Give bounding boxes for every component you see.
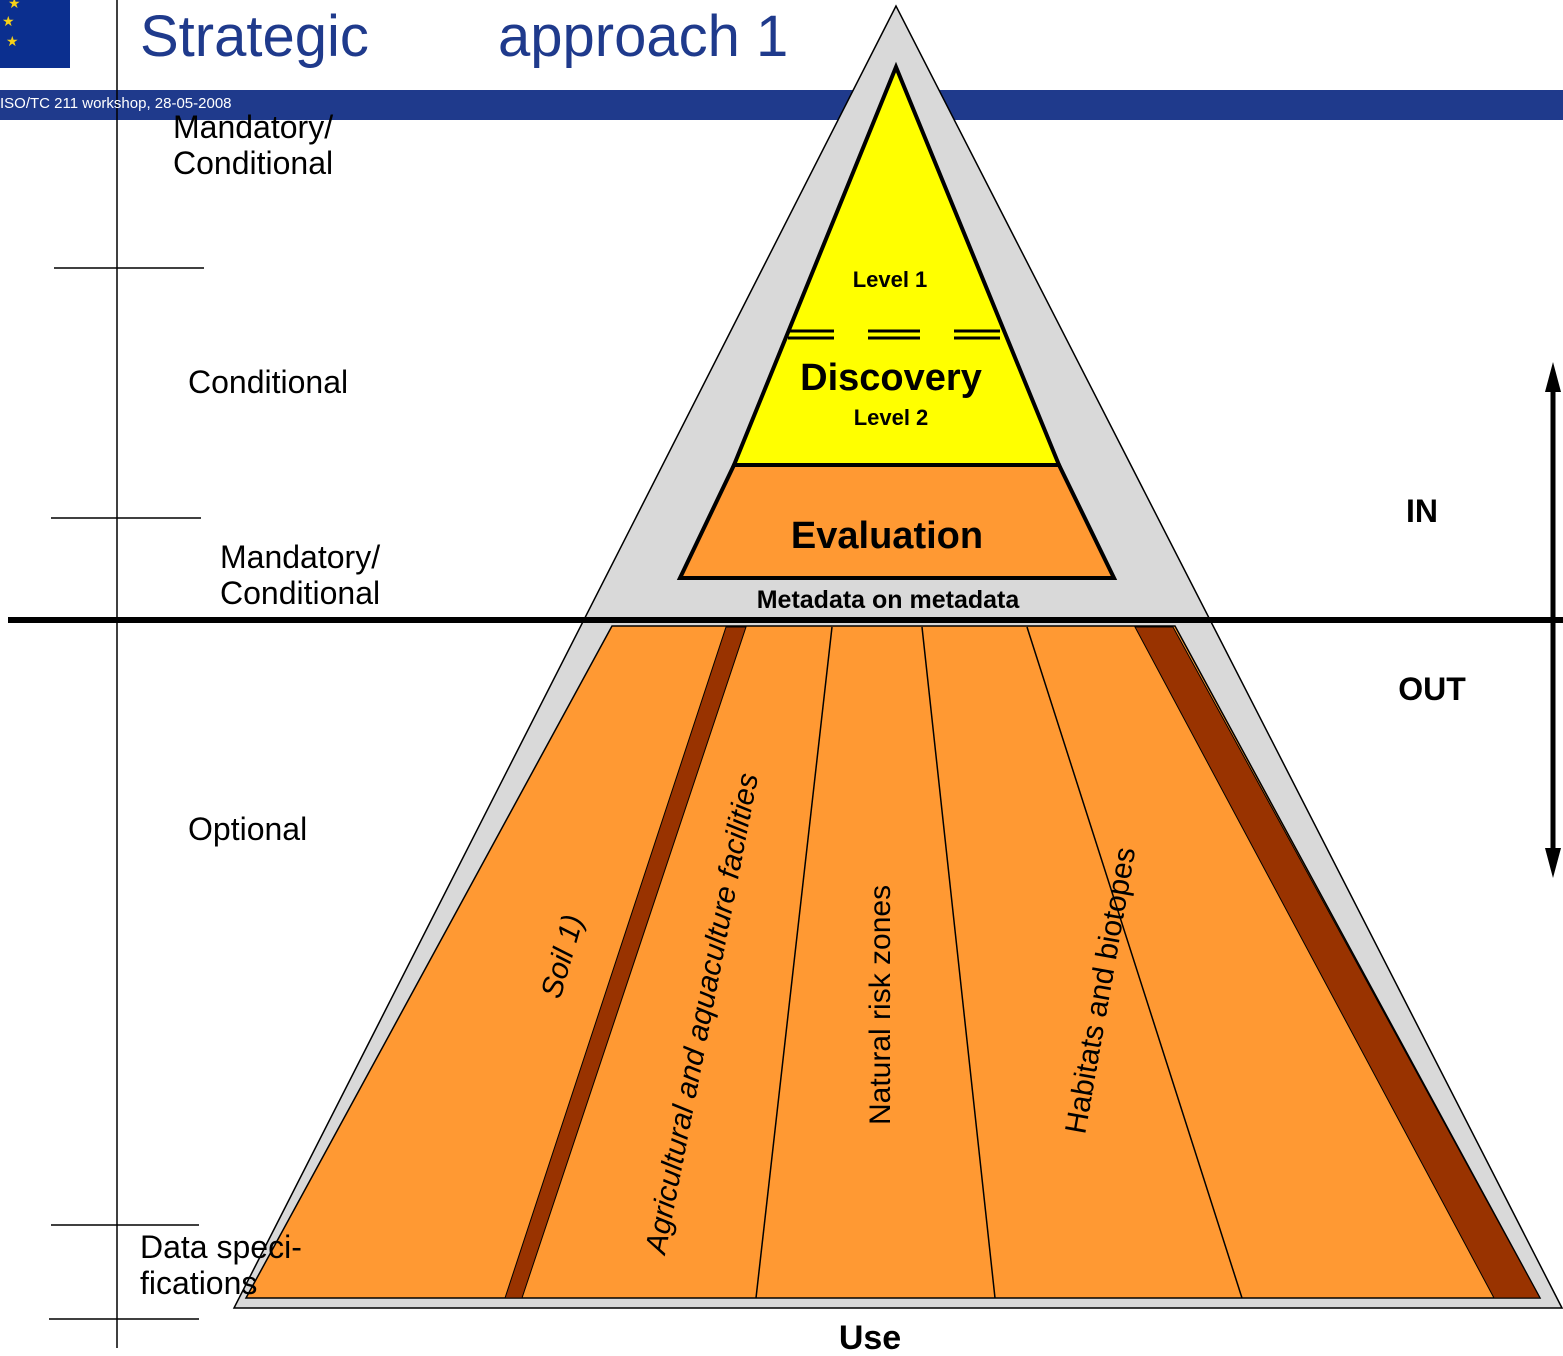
page-title-part1: Strategic	[140, 4, 369, 69]
evaluation-label: Evaluation	[791, 515, 983, 557]
scale-label-conditional: Conditional	[188, 364, 349, 400]
level1-label: Level 1	[853, 267, 928, 292]
scale-label-data-specifications: Data speci- fications	[140, 1229, 302, 1301]
arrow-down-icon	[1545, 848, 1561, 878]
discovery-label: Discovery	[800, 357, 982, 399]
level-separator	[788, 329, 1000, 340]
brown-stripe-left	[504, 626, 747, 1299]
level2-label: Level 2	[854, 405, 929, 430]
scale-label-mandatory-conditional-bottom: Mandatory/ Conditional	[220, 539, 381, 611]
evaluation-band	[676, 463, 1118, 580]
scale-label-optional: Optional	[188, 811, 308, 847]
page-title-part2: approach 1	[498, 4, 789, 69]
workshop-subtitle: ISO/TC 211 workshop, 28-05-2008	[0, 95, 232, 112]
arrow-up-icon	[1545, 362, 1561, 392]
brown-stripe-right	[1134, 626, 1541, 1299]
metadata-on-metadata-label: Metadata on metadata	[757, 586, 1021, 614]
header-bar	[0, 90, 1563, 120]
column-divider	[755, 626, 833, 1299]
eu-flag-icon: ★ ★ ★	[0, 0, 70, 68]
column-label-natural-risk: Natural risk zones	[864, 885, 897, 1125]
column-divider	[921, 626, 996, 1299]
in-label: IN	[1406, 493, 1438, 529]
column-divider	[1026, 626, 1243, 1299]
use-label: Use	[839, 1319, 901, 1356]
out-label: OUT	[1398, 671, 1466, 707]
scale-label-mandatory-conditional-top: Mandatory/ Conditional	[173, 109, 334, 181]
